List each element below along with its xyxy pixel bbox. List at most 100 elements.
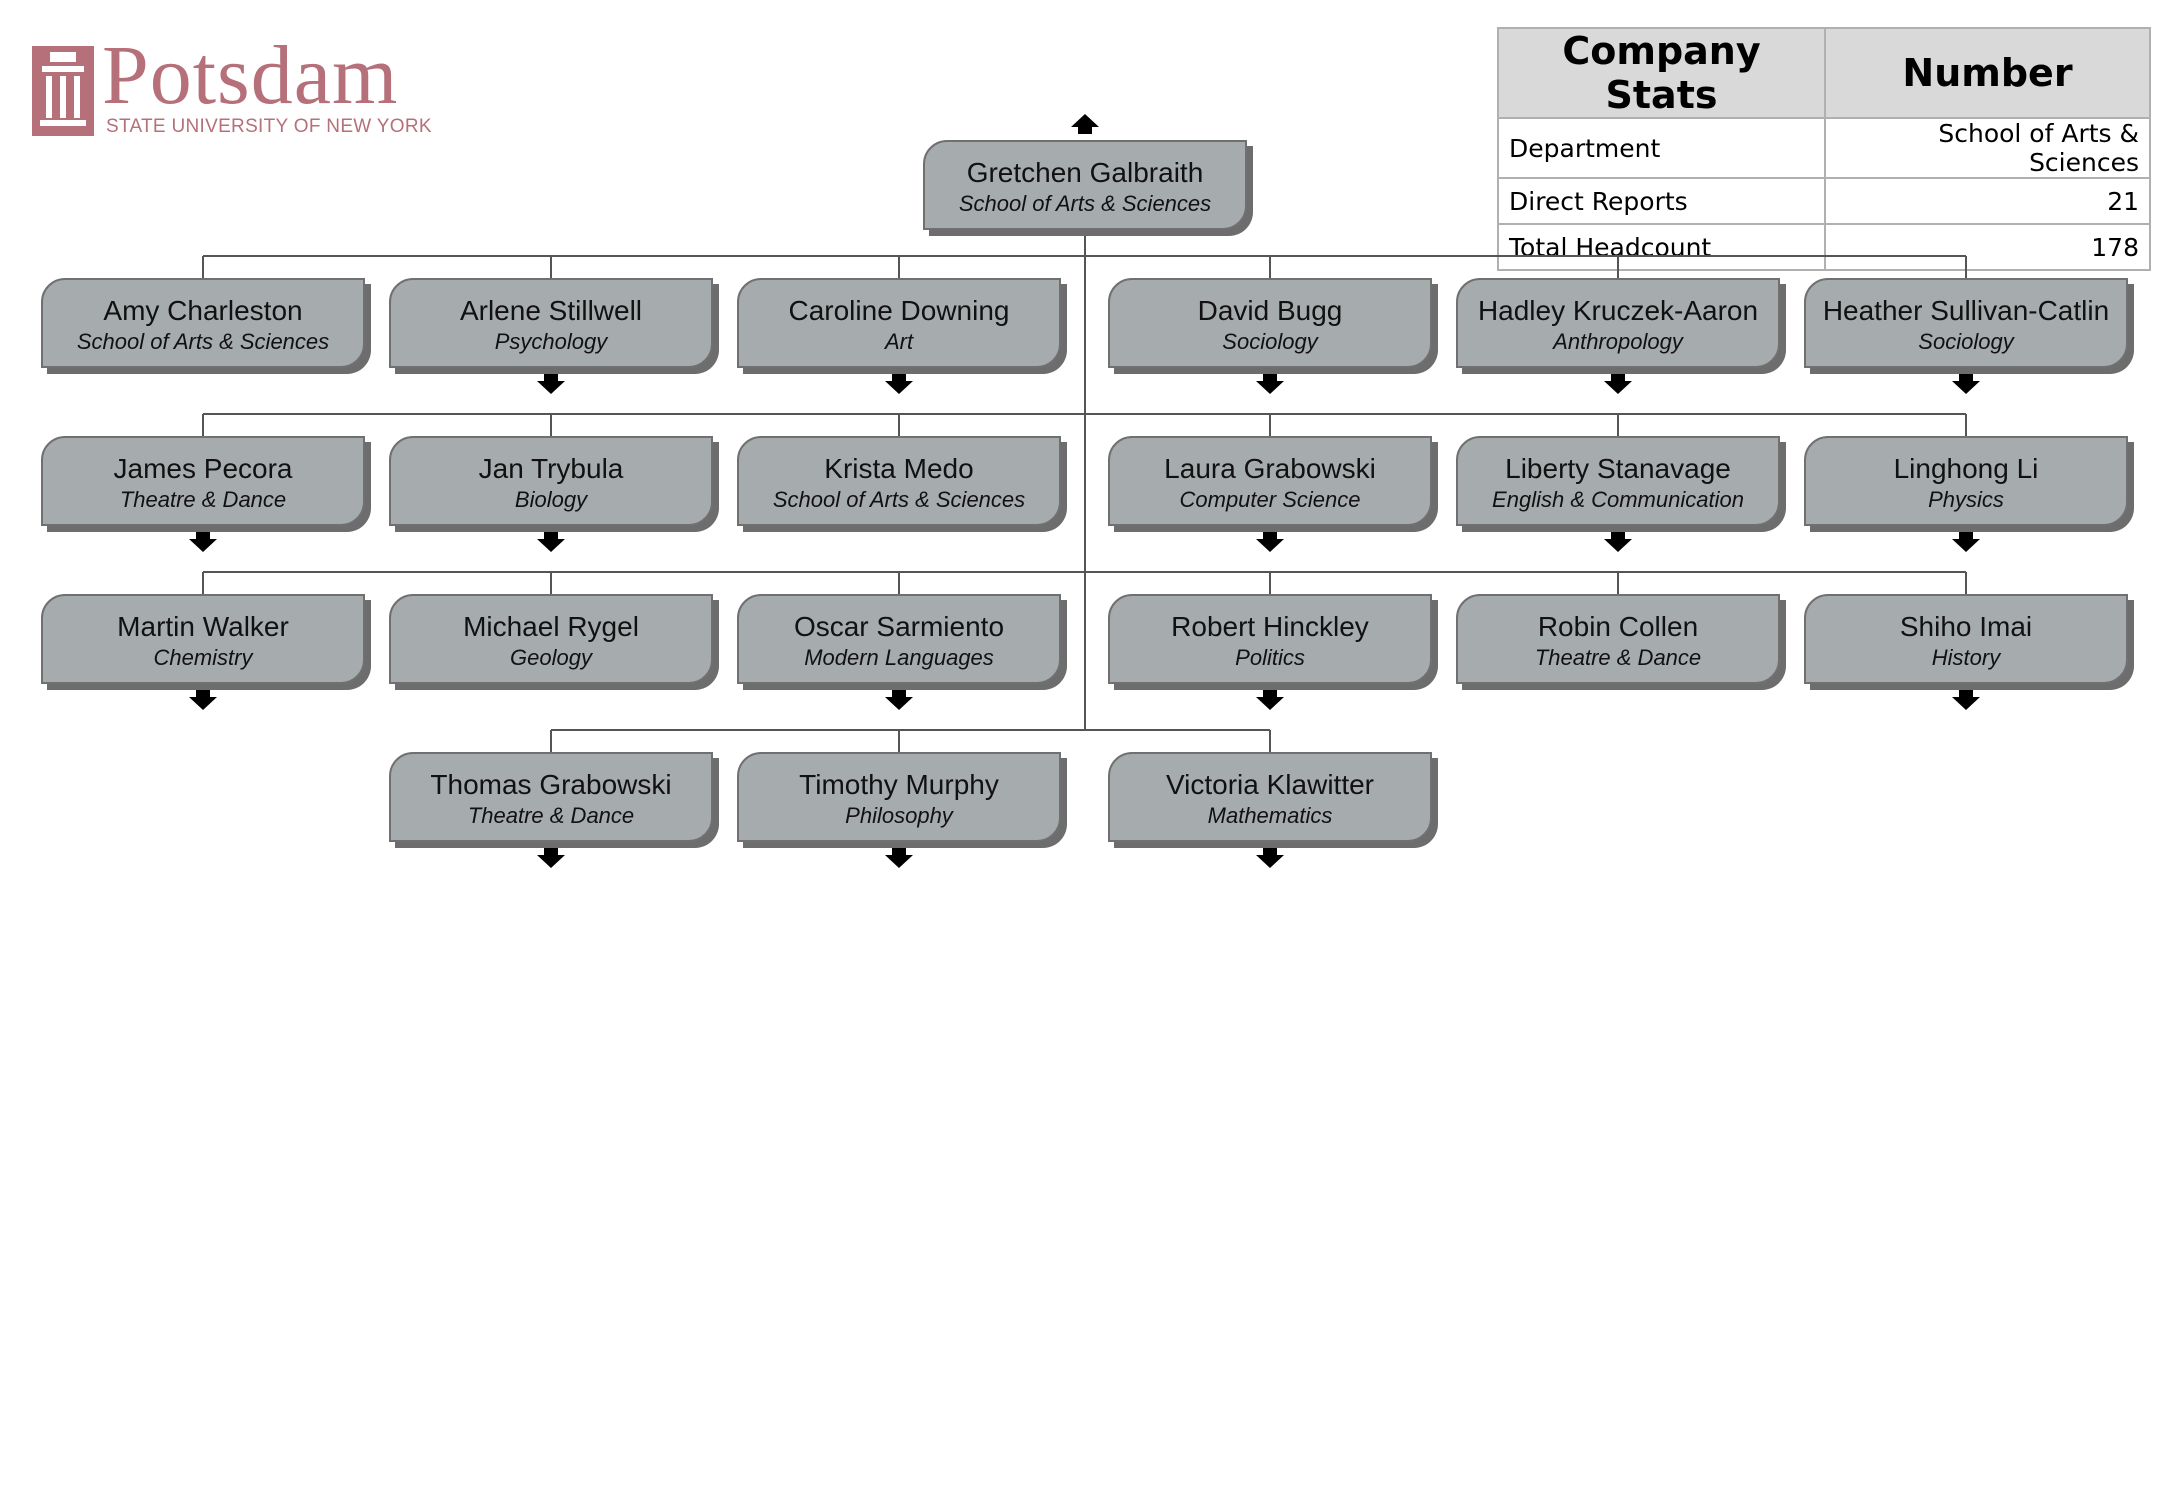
expand-down-arrow-icon[interactable] bbox=[1256, 848, 1284, 868]
node-name: Timothy Murphy bbox=[799, 769, 999, 800]
expand-down-arrow-icon[interactable] bbox=[537, 374, 565, 394]
node-department: Theatre & Dance bbox=[467, 803, 635, 828]
expand-down-arrow-icon[interactable] bbox=[1952, 690, 1980, 710]
node-name: Krista Medo bbox=[824, 453, 974, 484]
logo-wordmark: Potsdam bbox=[102, 29, 399, 122]
node-department: Philosophy bbox=[845, 803, 953, 828]
expand-down-arrow-icon[interactable] bbox=[885, 690, 913, 710]
stats-header-row: Company Stats Number bbox=[1497, 27, 2151, 119]
node-name: Thomas Grabowski bbox=[430, 769, 672, 800]
logo-subtitle: STATE UNIVERSITY OF NEW YORK bbox=[106, 116, 432, 137]
expand-down-arrow-icon[interactable] bbox=[537, 532, 565, 552]
node-name: Shiho Imai bbox=[1899, 611, 2033, 642]
node-department: School of Arts & Sciences bbox=[772, 487, 1026, 512]
node-department: Theatre & Dance bbox=[119, 487, 287, 512]
node-department: History bbox=[1931, 645, 2001, 670]
expand-down-arrow-icon[interactable] bbox=[1952, 532, 1980, 552]
node-name: David Bugg bbox=[1197, 295, 1343, 326]
stats-header-value: Number bbox=[1824, 27, 2151, 119]
node-department: Geology bbox=[510, 645, 592, 670]
expand-down-arrow-icon[interactable] bbox=[1256, 690, 1284, 710]
node-department: Sociology bbox=[1918, 329, 2014, 354]
node-department: Anthropology bbox=[1553, 329, 1683, 354]
stats-row: Direct Reports 21 bbox=[1497, 177, 2151, 225]
node-name: James Pecora bbox=[113, 453, 293, 484]
org-node-root[interactable]: Gretchen Galbraith School of Arts & Scie… bbox=[923, 140, 1247, 230]
node-department: Chemistry bbox=[153, 645, 253, 670]
stats-label: Direct Reports bbox=[1497, 177, 1826, 225]
stats-value: 178 bbox=[1824, 223, 2151, 271]
node-department: Mathematics bbox=[1207, 803, 1333, 828]
node-department: Physics bbox=[1928, 487, 2004, 512]
expand-up-arrow-icon[interactable] bbox=[1071, 114, 1099, 134]
expand-down-arrow-icon[interactable] bbox=[189, 532, 217, 552]
node-name: Hadley Kruczek-Aaron bbox=[1477, 295, 1759, 326]
node-department: Modern Languages bbox=[804, 645, 994, 670]
expand-down-arrow-icon[interactable] bbox=[1256, 532, 1284, 552]
org-node[interactable]: Linghong Li Physics bbox=[1804, 436, 2128, 526]
stats-value: School of Arts & Sciences bbox=[1824, 117, 2151, 179]
stats-label: Total Headcount bbox=[1497, 223, 1826, 271]
node-department: Theatre & Dance bbox=[1534, 645, 1702, 670]
node-department: Politics bbox=[1235, 645, 1305, 670]
expand-down-arrow-icon[interactable] bbox=[189, 690, 217, 710]
node-department: School of Arts & Sciences bbox=[76, 329, 330, 354]
expand-down-arrow-icon[interactable] bbox=[1952, 374, 1980, 394]
node-department: School of Arts & Sciences bbox=[958, 191, 1212, 216]
expand-down-arrow-icon[interactable] bbox=[1604, 374, 1632, 394]
node-name: Robert Hinckley bbox=[1171, 611, 1369, 642]
stats-label: Department bbox=[1497, 117, 1826, 179]
node-department: Psychology bbox=[494, 329, 608, 354]
expand-down-arrow-icon[interactable] bbox=[885, 374, 913, 394]
expand-down-arrow-icon[interactable] bbox=[537, 848, 565, 868]
node-name: Oscar Sarmiento bbox=[793, 611, 1005, 642]
node-department: Computer Science bbox=[1179, 487, 1361, 512]
expand-down-arrow-icon[interactable] bbox=[1604, 532, 1632, 552]
node-name: Heather Sullivan-Catlin bbox=[1822, 295, 2110, 326]
node-name: Linghong Li bbox=[1893, 453, 2039, 484]
node-name: Jan Trybula bbox=[478, 453, 624, 484]
node-name: Martin Walker bbox=[117, 611, 289, 642]
node-name: Robin Collen bbox=[1537, 611, 1699, 642]
expand-down-arrow-icon[interactable] bbox=[1256, 374, 1284, 394]
stats-row: Total Headcount 178 bbox=[1497, 223, 2151, 271]
node-name: Liberty Stanavage bbox=[1505, 453, 1731, 484]
node-department: English & Communication bbox=[1492, 487, 1744, 512]
node-name: Caroline Downing bbox=[788, 295, 1010, 326]
potsdam-logo: Potsdam STATE UNIVERSITY OF NEW YORK bbox=[32, 34, 432, 144]
expand-down-arrow-icon[interactable] bbox=[885, 848, 913, 868]
node-name: Arlene Stillwell bbox=[459, 295, 643, 326]
company-stats-table: Company Stats Number Department School o… bbox=[1497, 27, 2151, 271]
college-building-icon bbox=[32, 46, 94, 136]
node-department: Sociology bbox=[1222, 329, 1318, 354]
node-name: Laura Grabowski bbox=[1164, 453, 1376, 484]
stats-row: Department School of Arts & Sciences bbox=[1497, 117, 2151, 179]
node-department: Biology bbox=[514, 487, 588, 512]
node-name: Gretchen Galbraith bbox=[966, 157, 1204, 188]
node-name: Amy Charleston bbox=[103, 295, 303, 326]
stats-value: 21 bbox=[1824, 177, 2151, 225]
stats-header-label: Company Stats bbox=[1497, 27, 1826, 119]
node-name: Victoria Klawitter bbox=[1165, 769, 1374, 800]
